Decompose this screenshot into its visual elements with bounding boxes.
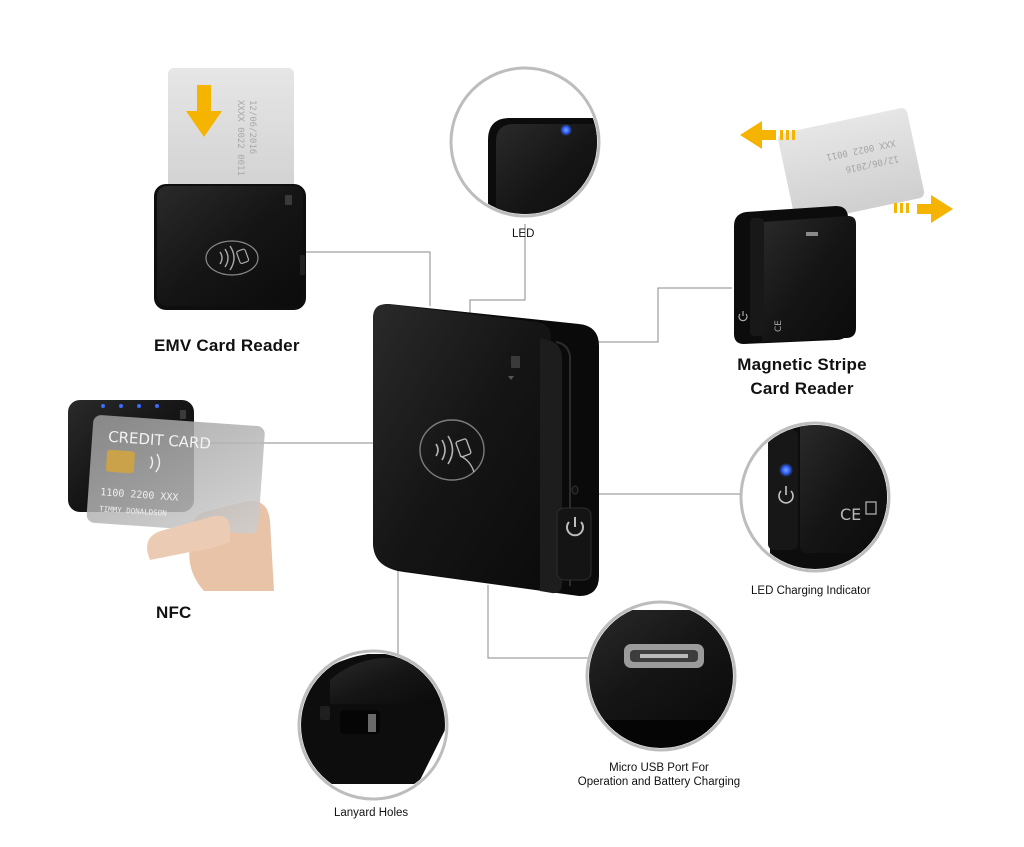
down-arrow-icon <box>186 85 222 137</box>
callout-led-charging: CE <box>739 421 891 573</box>
label-nfc: NFC <box>156 603 192 622</box>
led-light <box>560 124 572 136</box>
power-icon <box>566 517 584 537</box>
label-micro-usb: Micro USB Port For Operation and Battery… <box>566 762 752 788</box>
emv-card-reader: XXXX 0022 0011 12/06/2016 <box>154 68 306 310</box>
label-magnetic-stripe-line1: Magnetic Stripe <box>737 355 867 374</box>
credit-card-number: 1100 2200 XXX <box>100 487 179 503</box>
ce-mark: CE <box>840 505 861 524</box>
ce-mark: CE <box>774 320 784 332</box>
main-device <box>373 304 599 596</box>
contactless-icon <box>419 419 485 481</box>
label-led-charging: LED Charging Indicator <box>751 585 871 597</box>
svg-text:XXXX 0022 0011: XXXX 0022 0011 <box>235 100 245 176</box>
callout-micro-usb <box>585 600 737 752</box>
label-magnetic-stripe: Magnetic Stripe Card Reader <box>730 355 874 399</box>
nfc-illustration: CREDIT CARD 1100 2200 XXX TIMMY DONALDSO… <box>68 400 274 591</box>
charging-led-light <box>779 463 793 477</box>
left-arrow-icon <box>740 121 776 149</box>
connector-usb <box>487 585 590 659</box>
power-icon <box>738 311 748 322</box>
svg-text:12/06/2016: 12/06/2016 <box>247 100 257 154</box>
credit-card <box>86 415 265 534</box>
card-chip <box>105 449 136 474</box>
callout-lanyard <box>297 649 449 801</box>
label-magnetic-stripe-line2: Card Reader <box>750 379 854 398</box>
power-icon <box>778 486 794 504</box>
connector-emv <box>306 251 431 306</box>
label-emv-card-reader: EMV Card Reader <box>154 336 300 355</box>
label-led: LED <box>512 228 535 240</box>
label-micro-usb-line1: Micro USB Port For <box>609 762 709 774</box>
contactless-icon <box>205 240 259 276</box>
label-lanyard-holes: Lanyard Holes <box>334 807 409 819</box>
label-micro-usb-line2: Operation and Battery Charging <box>577 776 741 788</box>
right-arrow-icon <box>917 195 953 223</box>
callout-led <box>449 66 601 218</box>
magnetic-stripe-reader: XXX 0022 0011 12/06/2016 CE <box>734 108 953 344</box>
swipe-card <box>778 108 925 224</box>
connector-magstripe <box>598 287 732 343</box>
